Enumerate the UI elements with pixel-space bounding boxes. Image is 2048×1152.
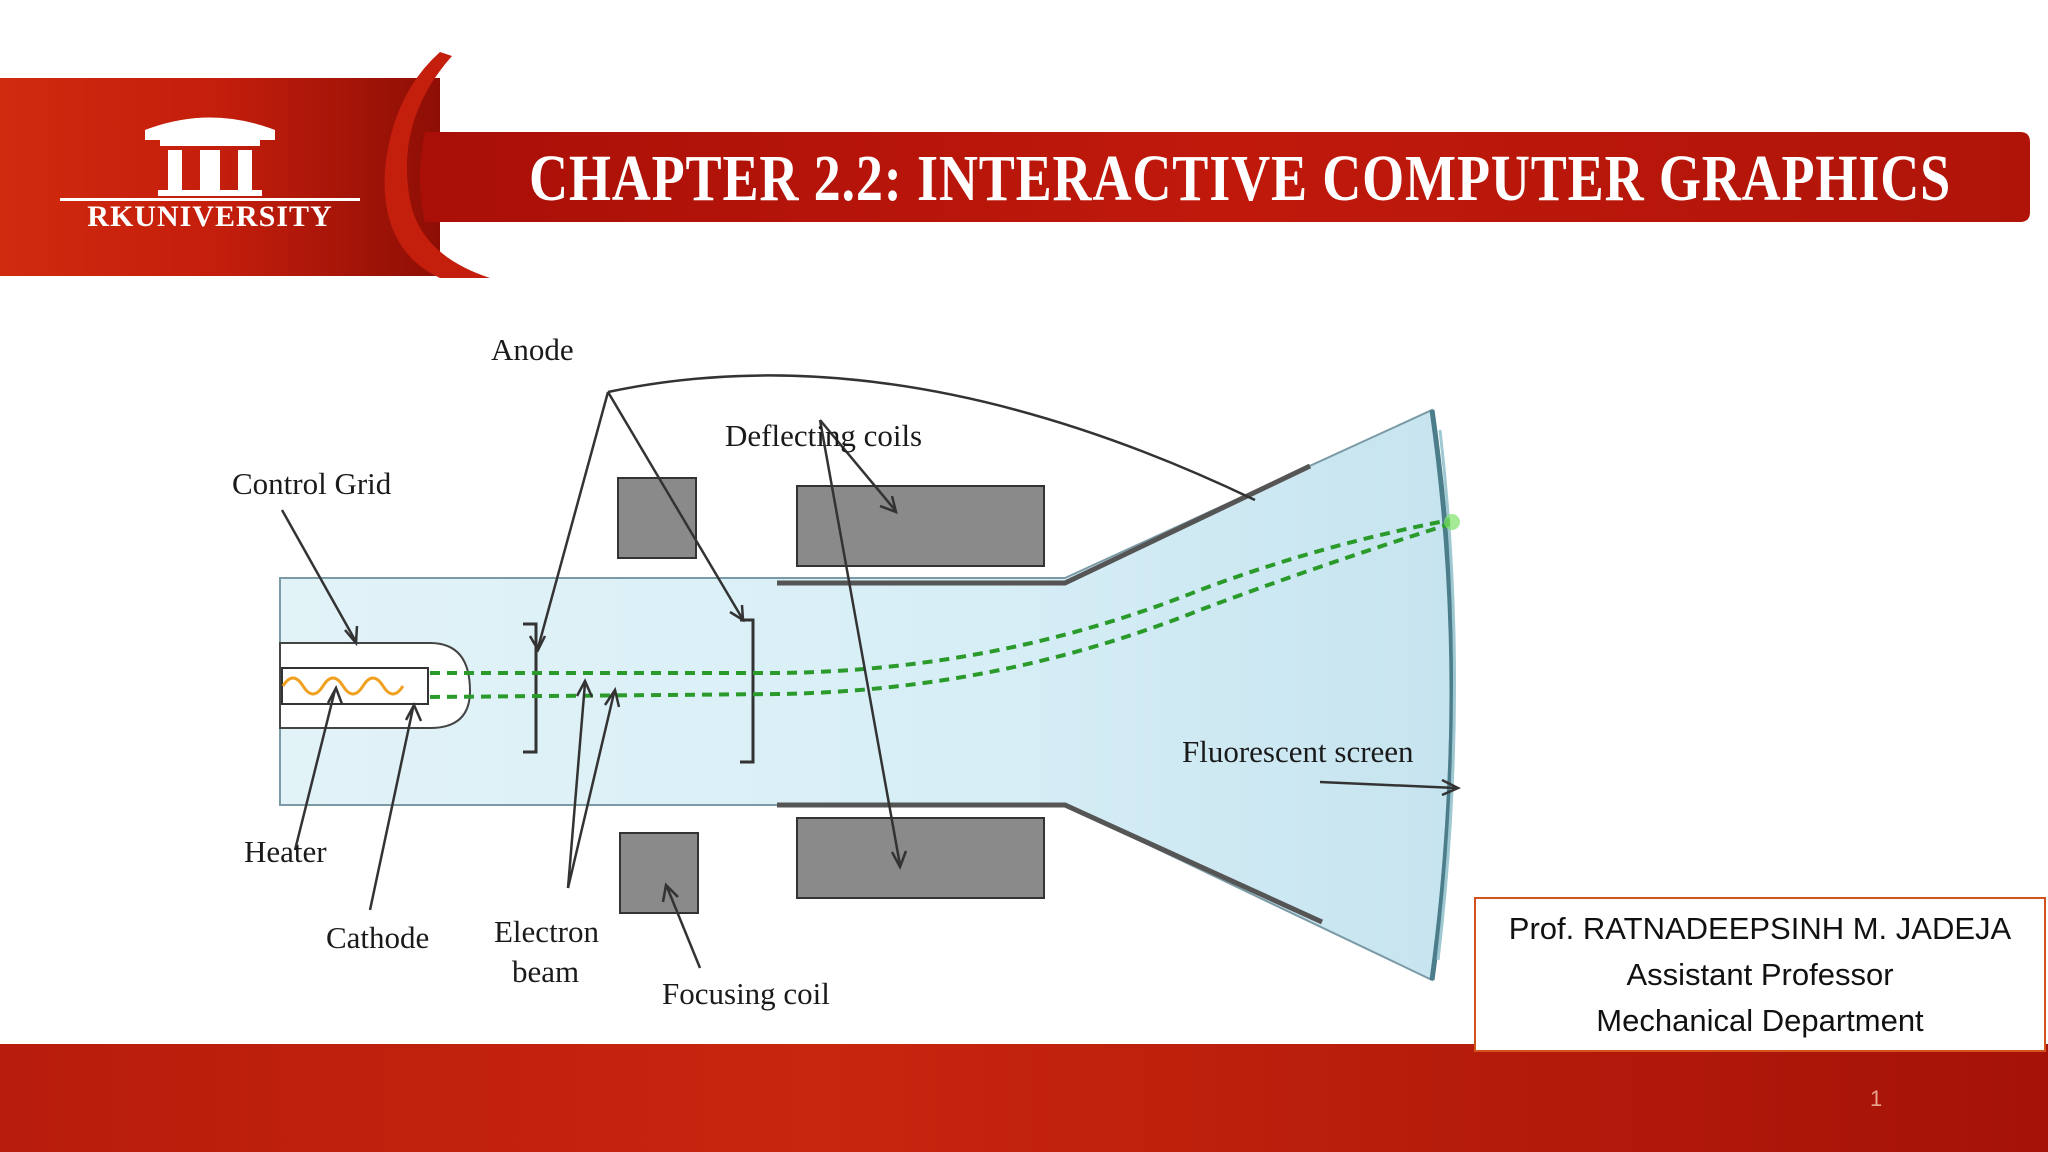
label-control-grid: Control Grid bbox=[232, 466, 392, 501]
electron-beam-upper bbox=[430, 518, 1451, 675]
label-cathode: Cathode bbox=[326, 920, 429, 955]
presenter-box: Prof. RATNADEEPSINH M. JADEJA Assistant … bbox=[1474, 897, 2046, 1052]
label-fluorescent-screen: Fluorescent screen bbox=[1182, 734, 1414, 769]
university-name: RKUNIVERSITY bbox=[87, 200, 333, 233]
footer-bar bbox=[0, 1044, 2048, 1152]
focusing-coil-top bbox=[617, 477, 697, 559]
label-electron: Electron bbox=[494, 914, 600, 949]
anode-lead bbox=[607, 374, 1256, 502]
label-heater: Heater bbox=[244, 834, 327, 869]
callout-arrows bbox=[280, 391, 1461, 969]
label-deflecting-coils: Deflecting coils bbox=[725, 418, 922, 453]
presenter-department: Mechanical Department bbox=[1596, 1002, 1924, 1038]
header-swoosh bbox=[384, 52, 490, 278]
presenter-role: Assistant Professor bbox=[1626, 956, 1894, 992]
title-bar bbox=[420, 132, 2030, 222]
cathode bbox=[281, 667, 429, 705]
page-number: 1 bbox=[1870, 1086, 1883, 1111]
header-banner bbox=[0, 52, 2030, 278]
fluorescent-screen bbox=[1429, 409, 1455, 981]
label-focusing-coil: Focusing coil bbox=[662, 976, 830, 1011]
accelerating-anode bbox=[740, 618, 755, 764]
label-anode: Anode bbox=[491, 332, 574, 367]
deflecting-coil-bottom bbox=[796, 817, 1045, 899]
page-title: CHAPTER 2.2: INTERACTIVE COMPUTER GRAPHI… bbox=[528, 142, 1952, 215]
focusing-anode bbox=[523, 622, 538, 754]
beam-spot bbox=[1444, 514, 1460, 530]
heater-icon bbox=[281, 676, 405, 696]
presenter-name: Prof. RATNADEEPSINH M. JADEJA bbox=[1508, 910, 2012, 946]
electron-beam-lower bbox=[429, 522, 1451, 699]
focusing-coil-bottom bbox=[619, 832, 699, 914]
label-beam: beam bbox=[512, 954, 579, 989]
crt-diagram: Anode Deflecting coils Control Grid Fluo… bbox=[232, 332, 1461, 1011]
university-logo bbox=[60, 117, 360, 201]
